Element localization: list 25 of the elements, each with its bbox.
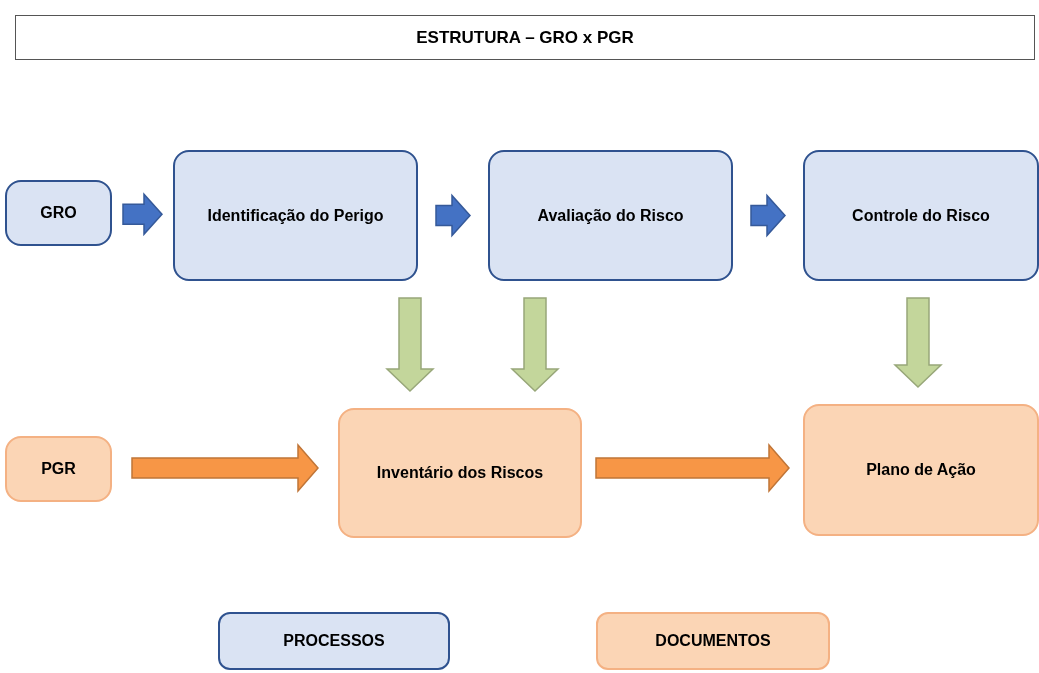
process-box — [803, 404, 1039, 536]
process-box — [5, 436, 112, 502]
block-arrow — [750, 193, 786, 238]
node-label: Inventário dos Riscos — [376, 464, 544, 482]
block-arrow — [893, 297, 943, 389]
legend-label: DOCUMENTOS — [655, 632, 771, 650]
node-label: PGR — [41, 460, 76, 478]
node-label: Plano de Ação — [866, 461, 976, 479]
block-arrow — [595, 443, 790, 493]
node-label: Identificação do Perigo — [207, 206, 384, 225]
title: ESTRUTURA – GRO x PGR — [416, 27, 634, 48]
block-arrow — [131, 443, 319, 493]
node-label: Avaliação do Risco — [537, 206, 684, 225]
process-box — [5, 180, 112, 246]
node-label: Controle do Risco — [852, 206, 990, 225]
process-box — [803, 150, 1039, 281]
block-arrow — [510, 297, 560, 393]
process-box — [173, 150, 418, 281]
block-arrow — [122, 192, 163, 237]
process-box — [338, 408, 582, 538]
block-arrow — [385, 297, 435, 393]
legend-label: PROCESSOS — [283, 632, 385, 650]
block-arrow — [435, 193, 471, 238]
process-box — [488, 150, 733, 281]
node-label: GRO — [40, 204, 77, 222]
